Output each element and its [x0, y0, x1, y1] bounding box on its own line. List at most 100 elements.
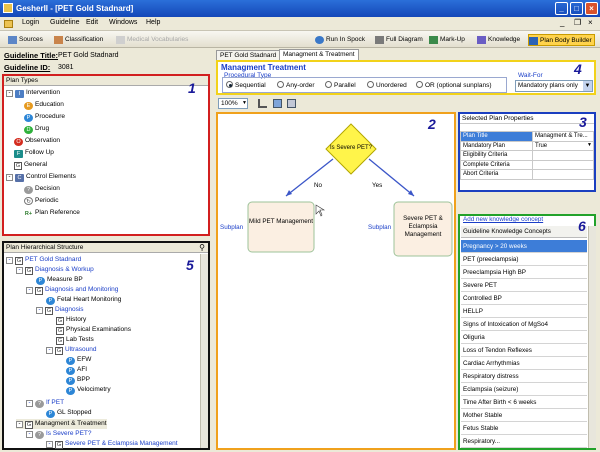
menu-help[interactable]: Help	[146, 19, 161, 26]
knowledge-scrollbar[interactable]	[588, 226, 596, 448]
procedural-type-group	[222, 77, 507, 93]
knowledge-item[interactable]: Loss of Tendon Reflexes	[461, 344, 587, 357]
menu-guideline[interactable]: Guideline	[50, 19, 80, 26]
knowledge-button[interactable]: Knowledge	[477, 34, 520, 46]
plan-body-builder-button[interactable]: Plan Body Builder	[528, 34, 595, 46]
knowledge-item[interactable]: Severe PET	[461, 279, 587, 292]
knowledge-item[interactable]: PET (preeclampsia)	[461, 253, 587, 266]
knowledge-item[interactable]: Cardiac Arrhythmias	[461, 357, 587, 370]
chevron-down-icon[interactable]: ▼	[587, 141, 592, 148]
radio-or-optional[interactable]: OR (optional sunplans)	[416, 81, 491, 90]
radio-parallel[interactable]: Parallel	[325, 81, 356, 90]
doc-icon	[4, 20, 13, 28]
decision-diamond[interactable]	[325, 123, 377, 175]
zoom-select[interactable]: 100%▼	[218, 98, 248, 109]
knowledge-item[interactable]: Time After Birth < 6 weeks	[461, 396, 587, 409]
classification-button[interactable]: Classification	[54, 34, 103, 46]
prop-value-eligibility[interactable]	[532, 150, 594, 161]
minimize-button[interactable]: _	[555, 2, 568, 15]
prop-value-mandatory[interactable]: True▼	[532, 140, 594, 151]
run-in-spock-button[interactable]: Run In Spock	[315, 34, 365, 46]
prop-value-abort[interactable]	[532, 169, 594, 180]
plan-type-periodic[interactable]: ↻Periodic	[24, 196, 58, 205]
knowledge-item[interactable]: Respiratory distress	[461, 370, 587, 383]
copy-icon[interactable]	[273, 99, 282, 108]
general-icon: G	[14, 162, 22, 170]
knowledge-concepts-panel: Add new knowledge concept Guideline Know…	[458, 214, 596, 450]
plan-type-plan-reference[interactable]: R+Plan Reference	[24, 209, 80, 218]
menu-login[interactable]: Login	[22, 19, 40, 26]
close-button[interactable]: ×	[585, 2, 598, 15]
layout-icon[interactable]	[258, 99, 267, 108]
prop-name: Eligibility Criteria	[460, 150, 533, 161]
decision-icon: ?	[24, 186, 33, 194]
sources-button[interactable]: Sources	[8, 34, 43, 46]
hier-node[interactable]: -?Is Severe PET?	[26, 429, 92, 439]
severe-pet-box[interactable]	[393, 201, 453, 257]
plan-diagram-canvas[interactable]: Is Severe PET? No Yes Mild PET Managemen…	[216, 112, 456, 450]
mark-up-button[interactable]: Mark-Up	[429, 34, 465, 46]
mdi-close-button[interactable]: ×	[588, 18, 593, 27]
paste-icon[interactable]	[287, 99, 296, 108]
knowledge-item[interactable]: Preeclampsia High BP	[461, 266, 587, 279]
prop-value-plan-title[interactable]: Managment & Tre...	[532, 131, 594, 142]
knowledge-item-selected[interactable]: Pregnancy > 20 weeks	[461, 240, 587, 253]
knowledge-item[interactable]: Mother Stable	[461, 409, 587, 422]
add-knowledge-concept-link[interactable]: Add new knowledge concept	[463, 216, 544, 223]
radio-any-order[interactable]: Any-order	[277, 81, 315, 90]
knowledge-item[interactable]: Eclampsia (seizure)	[461, 383, 587, 396]
mild-pet-box[interactable]	[247, 201, 315, 253]
wait-for-select[interactable]: Mandatory plans only ▼	[515, 80, 593, 92]
knowledge-item[interactable]: Respiratory...	[461, 435, 587, 448]
knowledge-item[interactable]: Fetus Stable	[461, 422, 587, 435]
mdi-minimize-button[interactable]: _	[560, 18, 565, 27]
chevron-down-icon[interactable]: ▼	[583, 81, 592, 91]
knowledge-item[interactable]: Controlled BP	[461, 292, 587, 305]
maximize-button[interactable]: □	[570, 2, 583, 15]
search-icon[interactable]: ⚲	[199, 243, 205, 252]
plan-type-decision[interactable]: ?Decision	[24, 184, 60, 194]
radio-sequential[interactable]: Sequential	[226, 81, 266, 90]
plan-title: Managment Treatment	[221, 63, 306, 72]
knowledge-item[interactable]: HELLP	[461, 305, 587, 318]
menu-edit[interactable]: Edit	[86, 19, 99, 26]
tab-managment-treatment[interactable]: Managment & Treatment	[279, 49, 359, 61]
radio-unordered[interactable]: Unordered	[367, 81, 407, 90]
callout-2: 2	[428, 116, 436, 132]
mdi-restore-button[interactable]: ❐	[574, 18, 582, 27]
hierarchy-scrollbar[interactable]	[200, 254, 208, 448]
knowledge-item[interactable]: Oliguria	[461, 331, 587, 344]
full-diagram-button[interactable]: Full Diagram	[375, 34, 423, 46]
medical-vocabularies-button[interactable]: Medical Vocabularies	[116, 34, 188, 46]
chevron-down-icon[interactable]: ▼	[242, 100, 247, 106]
menu-windows[interactable]: Windows	[109, 19, 138, 26]
knowledge-item[interactable]: Signs of Intoxication of MgSo4	[461, 318, 587, 331]
hier-node[interactable]: -?If PET	[26, 398, 64, 408]
prop-value-complete[interactable]	[532, 159, 594, 170]
